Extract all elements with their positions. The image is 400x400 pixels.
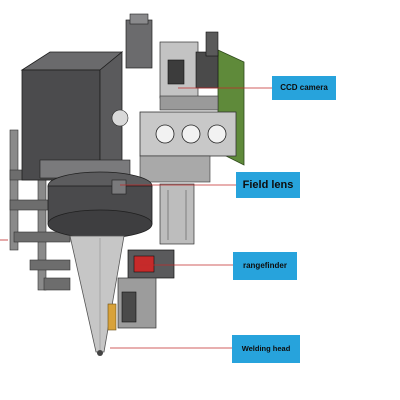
nozzle-tip bbox=[97, 350, 103, 356]
rangefinder-label: rangefinder bbox=[233, 252, 297, 280]
welding-nozzle bbox=[69, 235, 125, 353]
field-lens-collar bbox=[47, 171, 153, 239]
welding-head-label: Welding head bbox=[232, 335, 300, 363]
field-lens-label: Field lens bbox=[236, 172, 300, 198]
main-housing bbox=[20, 51, 131, 181]
ccd-camera-label: CCD camera bbox=[272, 76, 336, 100]
rangefinder-assembly bbox=[107, 183, 195, 331]
ccd-camera-assembly bbox=[125, 13, 219, 111]
leader-lines bbox=[0, 87, 272, 349]
port-plate bbox=[139, 111, 237, 183]
